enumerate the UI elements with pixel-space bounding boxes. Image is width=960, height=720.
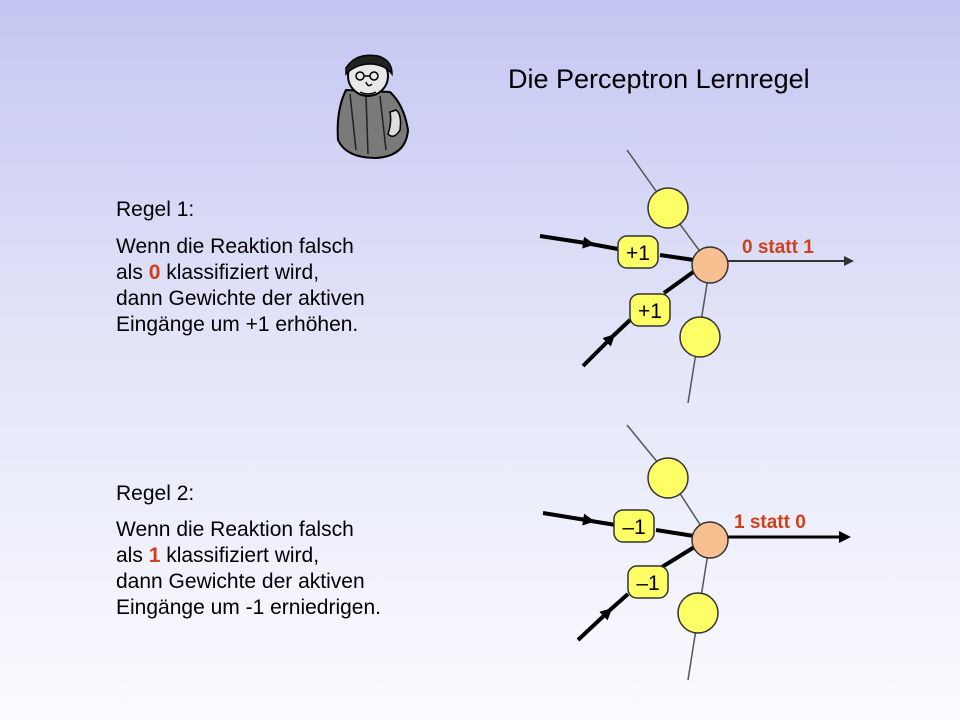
diagram2: –1 –1 1 statt 0 <box>542 424 851 681</box>
diagram1-bg-line-bottom <box>687 264 711 404</box>
diagram2-output-label: 1 statt 0 <box>734 512 806 533</box>
diagram1-weight-line-top <box>659 253 695 262</box>
rule1-line2-pre: als <box>116 261 149 284</box>
diagram2-bg-line-mid <box>667 474 711 541</box>
diagram2-weight-box-bottom <box>627 565 669 599</box>
rule1-line4: Eingänge um +1 erhöhen. <box>116 313 359 336</box>
diagram2-input-neuron-top <box>647 457 689 499</box>
rule1-line2-post: klassifiziert wird, <box>160 261 320 284</box>
diagram1-weight-top-label: +1 <box>626 242 650 265</box>
diagram2-output-neuron <box>691 521 729 559</box>
rule1-line3: dann Gewichte der aktiven <box>116 287 365 310</box>
diagram2-weight-line-top <box>655 528 695 538</box>
diagram1-bg-line-mid <box>667 207 711 266</box>
diagram2-weight-box-top <box>613 509 655 543</box>
rule2-line1: Wenn die Reaktion falsch <box>116 518 354 541</box>
portrait-illustration <box>336 54 410 160</box>
diagram1-output-label: 0 statt 1 <box>742 237 814 258</box>
diagram2-weight-top-label: –1 <box>622 516 645 539</box>
rule2-line2-post: klassifiziert wird, <box>160 544 320 567</box>
rule2-line4: Eingänge um -1 erniedrigen. <box>116 596 382 619</box>
rule2-line2-pre: als <box>116 544 149 567</box>
diagram1-input-line-bottom <box>611 318 632 338</box>
diagram1-output-neuron <box>691 246 729 284</box>
diagram1-input-arrow-top <box>539 234 595 249</box>
diagram2-input-line-top <box>590 519 617 527</box>
rule1-highlight-value: 0 <box>148 261 161 284</box>
diagram1-bg-line-top <box>626 149 669 209</box>
diagram1-weight-box-top <box>617 235 659 269</box>
rule1-line2: als 0 klassifiziert wird, <box>116 260 365 286</box>
diagram1-input-line-top <box>590 242 619 251</box>
page-title: Die Perceptron Lernregel <box>508 64 810 94</box>
diagram2-input-arrow-bottom <box>576 607 613 642</box>
diagram1-input-neuron-top <box>647 187 689 229</box>
diagram1: +1 +1 0 statt 1 <box>539 149 854 404</box>
diagram2-input-arrow-top <box>542 511 595 526</box>
rule1-line1: Wenn die Reaktion falsch <box>116 235 354 258</box>
diagram2-weight-line-bottom <box>660 544 698 569</box>
diagram1-input-arrow-bottom <box>581 333 616 368</box>
diagram2-weight-bottom-label: –1 <box>636 572 659 595</box>
diagram1-weight-line-bottom <box>662 268 698 295</box>
rule2-line3: dann Gewichte der aktiven <box>116 570 365 593</box>
rule2-line2: als 1 klassifiziert wird, <box>116 543 381 569</box>
diagram2-input-neuron-bottom <box>677 592 719 634</box>
diagram2-bg-line-top <box>626 424 669 476</box>
diagram2-input-line-bottom <box>608 592 630 612</box>
rule1-heading: Regel 1: <box>116 198 195 221</box>
rule2-heading: Regel 2: <box>116 482 195 505</box>
rule2-text: Wenn die Reaktion falsch als 1 klassifiz… <box>116 517 381 621</box>
rule2-highlight-value: 1 <box>148 544 161 567</box>
diagram1-weight-box-bottom <box>629 293 671 327</box>
diagram2-bg-line-bottom <box>687 539 711 681</box>
diagram1-input-neuron-bottom <box>679 316 721 358</box>
rule1-text: Wenn die Reaktion falsch als 0 klassifiz… <box>116 234 365 338</box>
diagram1-weight-bottom-label: +1 <box>638 300 662 323</box>
